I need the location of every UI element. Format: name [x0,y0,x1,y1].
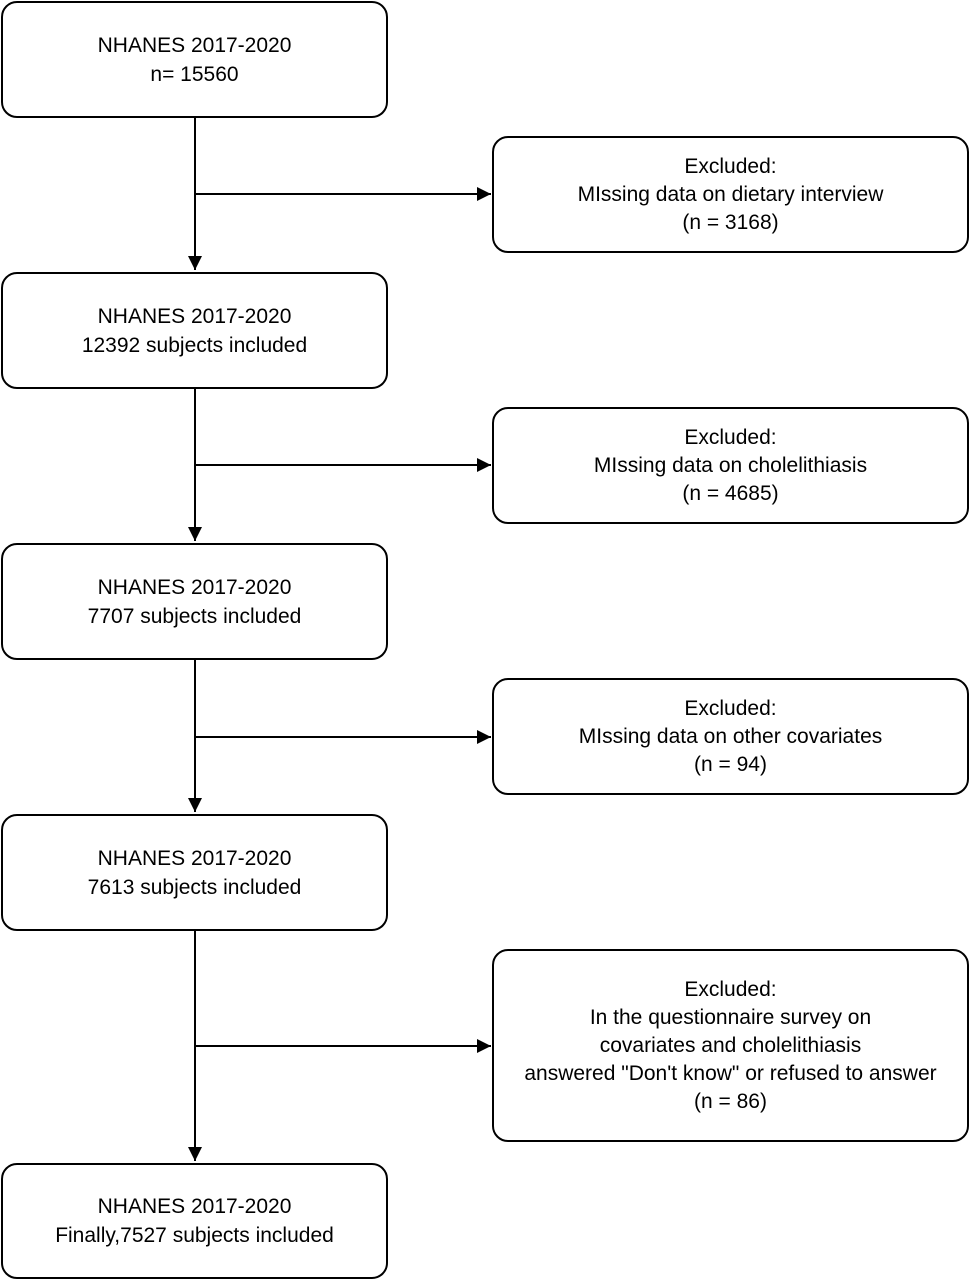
main-box-count: 12392 subjects included [81,333,308,357]
main-box-title: NHANES 2017-2020 [97,1195,292,1218]
exclusion-reason: In the questionnaire survey on [589,1005,872,1029]
main-box-count: n= 15560 [150,62,239,86]
exclusion-heading: Excluded: [684,696,777,720]
main-box-1: NHANES 2017-2020 n= 15560 [1,1,388,118]
main-box-title: NHANES 2017-2020 [97,304,292,328]
main-box-count: Finally,7527 subjects included [55,1224,334,1247]
main-box-count: 7707 subjects included [87,604,302,628]
exclusion-heading: Excluded: [684,425,777,449]
main-box-2: NHANES 2017-2020 12392 subjects included [1,272,388,389]
exclusion-box-3: Excluded: MIssing data on other covariat… [492,678,969,795]
exclusion-reason: answered "Don't know" or refused to answ… [524,1061,937,1085]
main-box-title: NHANES 2017-2020 [97,33,292,57]
exclusion-box-4: Excluded: In the questionnaire survey on… [492,949,969,1142]
exclusion-reason: covariates and cholelithiasis [599,1033,862,1057]
exclusion-box-2: Excluded: MIssing data on cholelithiasis… [492,407,969,524]
exclusion-heading: Excluded: [684,154,777,178]
main-box-title: NHANES 2017-2020 [97,575,292,599]
exclusion-count: (n = 94) [694,752,767,776]
exclusion-count: (n = 86) [694,1089,767,1113]
exclusion-reason: MIssing data on other covariates [578,724,883,748]
exclusion-reason: MIssing data on cholelithiasis [593,453,868,477]
main-box-5: NHANES 2017-2020 Finally,7527 subjects i… [1,1163,388,1279]
exclusion-reason: MIssing data on dietary interview [577,182,884,206]
exclusion-heading: Excluded: [684,977,777,1001]
main-box-title: NHANES 2017-2020 [97,846,292,870]
exclusion-box-1: Excluded: MIssing data on dietary interv… [492,136,969,253]
main-box-4: NHANES 2017-2020 7613 subjects included [1,814,388,931]
main-box-3: NHANES 2017-2020 7707 subjects included [1,543,388,660]
exclusion-count: (n = 3168) [682,210,779,234]
exclusion-count: (n = 4685) [682,481,779,505]
main-box-count: 7613 subjects included [87,875,302,899]
